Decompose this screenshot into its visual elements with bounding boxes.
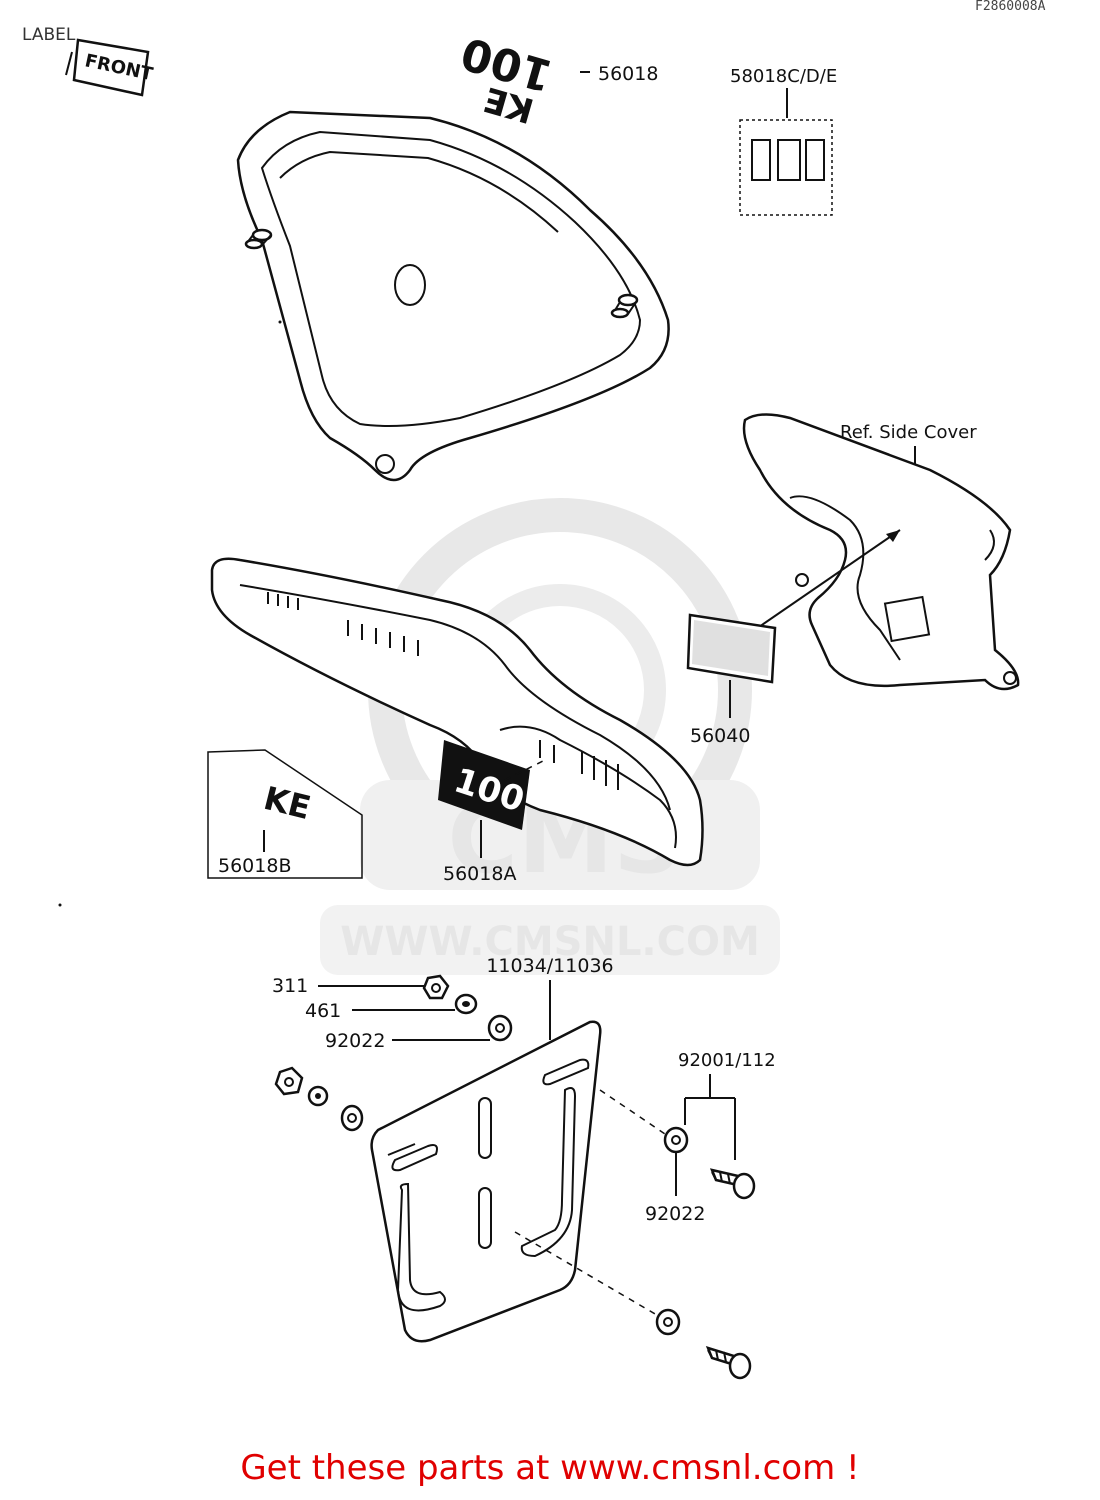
callout-92001-112: 92001/112	[678, 1050, 776, 1071]
washer-lower-right	[655, 1308, 681, 1336]
lockwasher-lower-left	[307, 1085, 329, 1107]
ref-side-cover	[742, 413, 1020, 691]
page-title: LABEL	[22, 25, 76, 45]
callout-56018: 56018	[598, 63, 658, 85]
callout-58018cde: 58018C/D/E	[730, 66, 837, 87]
nut-311	[422, 974, 450, 1000]
lockwasher-461	[454, 993, 478, 1015]
callout-11034-11036: 11034/11036	[486, 955, 613, 977]
watermark-url: WWW.CMSNL.COM	[340, 919, 760, 965]
tank-shroud	[210, 557, 704, 867]
label-56040	[686, 613, 777, 684]
callout-56040: 56040	[690, 725, 750, 747]
decal-56018b-text: KE	[260, 779, 314, 827]
footer-cta[interactable]: Get these parts at www.cmsnl.com !	[240, 1448, 860, 1488]
side-cover-pin-right	[610, 293, 639, 319]
callout-92022-right: 92022	[645, 1203, 705, 1225]
washer-lower-left	[340, 1104, 364, 1132]
shroud-vent-slots	[267, 592, 619, 790]
emblem-56018a: 100	[438, 740, 530, 830]
decal-58018cde	[739, 119, 833, 216]
diagram-code: F2860008A	[975, 0, 1046, 14]
front-decal: FRONT	[65, 38, 155, 97]
callout-56018a: 56018A	[443, 863, 516, 885]
number-plate	[370, 1020, 602, 1343]
bolt-upper-right	[709, 1168, 756, 1200]
callout-461: 461	[305, 1000, 341, 1022]
emblem-ke100: KE 100	[456, 27, 558, 131]
callout-56018b: 56018B	[218, 855, 291, 877]
callout-92022-left: 92022	[325, 1030, 385, 1052]
nut-lower-left	[274, 1066, 304, 1096]
side-cover	[236, 110, 670, 482]
washer-92022-right	[663, 1126, 689, 1154]
callout-311: 311	[272, 975, 308, 997]
washer-92022-top	[487, 1014, 513, 1042]
bolt-lower-right	[705, 1346, 752, 1380]
emblem-100-text: 100	[456, 27, 558, 101]
side-cover-pin-left	[244, 228, 273, 250]
callout-ref-side-cover: Ref. Side Cover	[840, 422, 977, 443]
